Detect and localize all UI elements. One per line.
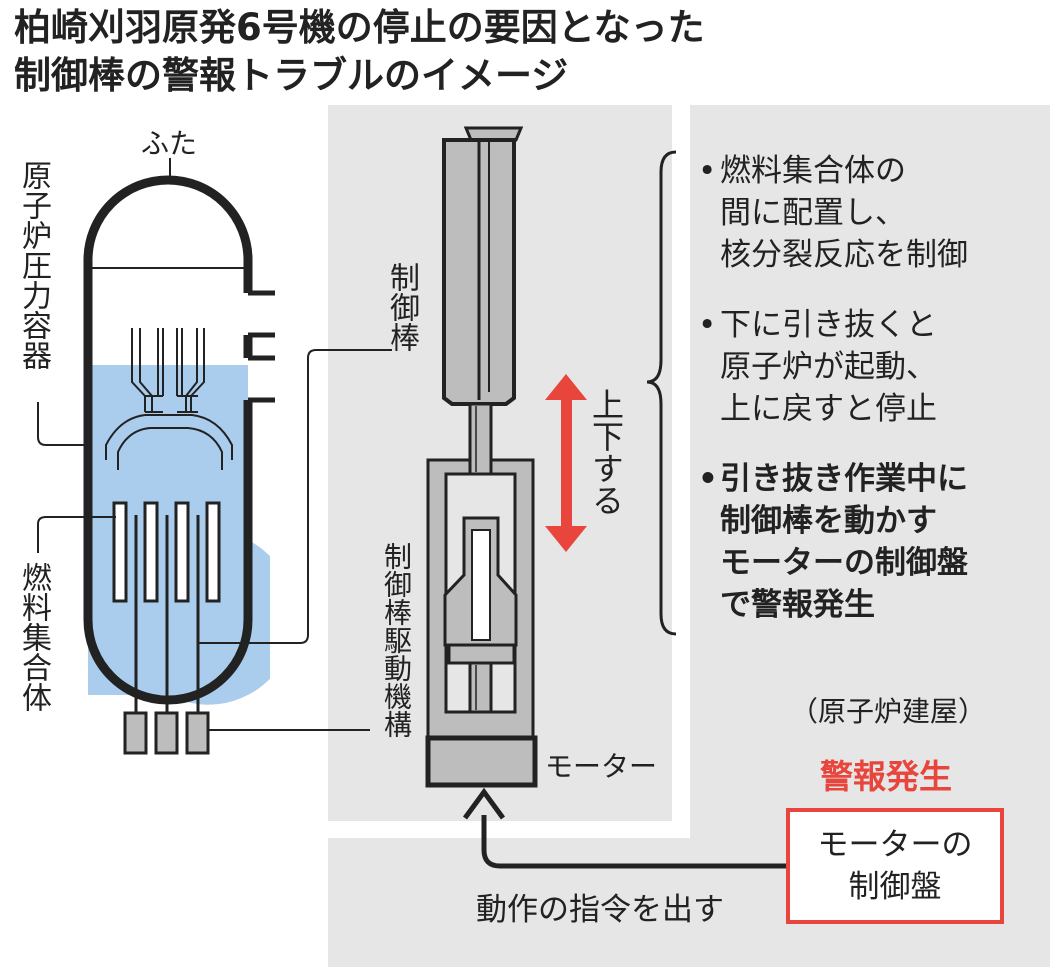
building-lower-area	[328, 105, 1050, 967]
fuel-label: 燃料集合体	[16, 562, 51, 712]
bullet-mark: •	[698, 461, 718, 497]
lid-label: ふた	[141, 127, 198, 160]
building-label: （原子炉建屋）	[790, 695, 987, 728]
motor-block	[425, 735, 538, 788]
diagram-title: 柏崎刈羽原発6号機の停止の要因となった 制御棒の警報トラブルのイメージ	[14, 4, 705, 100]
title-line-2: 制御棒の警報トラブルのイメージ	[14, 54, 569, 97]
fuel-assembly	[205, 501, 221, 603]
vessel-nozzle-lower	[248, 355, 275, 403]
up-down-arrow	[545, 374, 587, 552]
control-rod-leader	[198, 349, 392, 644]
vessel-label-leader	[37, 402, 88, 446]
note-item: • 燃料集合体の 間に配置し、 核分裂反応を制御	[698, 150, 1043, 276]
panel-line-2: 制御盤	[848, 869, 942, 905]
bullet-mark: •	[698, 153, 717, 189]
drive-mechanism-label: 制御棒駆動機構	[380, 542, 413, 738]
command-arrowhead	[462, 787, 506, 820]
fuel-assembly	[174, 501, 190, 603]
up-down-label: 上下する	[587, 388, 625, 516]
notes-list: • 燃料集合体の 間に配置し、 核分裂反応を制御 • 下に引き抜くと 原子炉が起…	[698, 150, 1043, 654]
vessel-wall	[83, 175, 253, 705]
fuel-assembly	[143, 501, 159, 603]
vessel-label: 原子炉圧力容器	[16, 160, 51, 370]
control-rod-label: 制御棒	[384, 262, 419, 352]
vessel-drive-boxes	[123, 711, 210, 755]
notes-brace	[646, 150, 677, 636]
panel-line-1: モーターの	[817, 827, 973, 863]
motor-control-panel: モーターの 制御盤	[786, 808, 1004, 924]
fuel-assemblies	[112, 501, 221, 603]
note-item: • 下に引き抜くと 原子炉が起動、 上に戻すと停止	[698, 304, 1043, 430]
control-rod-detail	[425, 126, 538, 788]
title-line-1: 柏崎刈羽原発6号機の停止の要因となった	[14, 6, 705, 49]
fuel-label-leader	[37, 516, 116, 553]
command-arrow	[481, 815, 786, 869]
vessel-control-rods	[134, 515, 200, 713]
vessel-nozzle-upper	[248, 290, 275, 338]
fuel-assembly	[112, 501, 128, 603]
alarm-heading: 警報発生	[820, 757, 952, 796]
leader-lines	[37, 349, 392, 731]
command-label: 動作の指令を出す	[476, 892, 724, 928]
motor-label: モーター	[545, 750, 658, 783]
bullet-mark: •	[698, 307, 717, 343]
vessel-internals	[105, 328, 233, 470]
note-item-alarm: • 引き抜き作業中に 制御棒を動かす モーターの制御盤 で警報発生	[698, 458, 1043, 626]
